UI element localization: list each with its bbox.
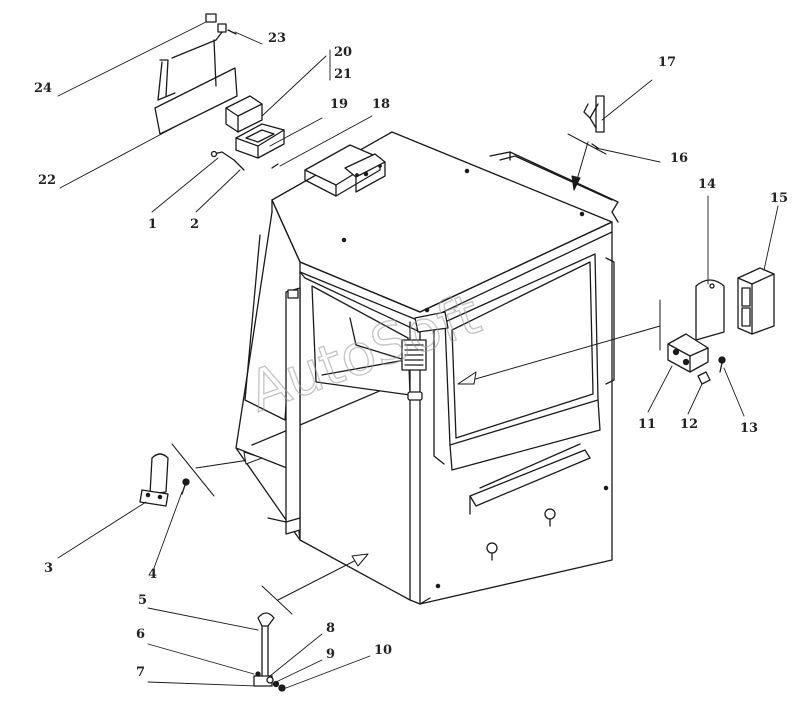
callout-23: 23	[268, 31, 286, 46]
callout-9: 9	[326, 647, 335, 662]
callout-13: 13	[740, 421, 758, 436]
callout-5: 5	[138, 593, 147, 608]
assembly-arrows	[171, 133, 661, 615]
lamp-housing	[667, 333, 726, 385]
callout-15: 15	[770, 191, 788, 206]
leader-lines	[57, 21, 779, 689]
cab-left-side	[235, 211, 411, 601]
cab-front-side	[401, 231, 615, 605]
callout-14: 14	[698, 177, 716, 192]
callout-17: 17	[658, 55, 676, 70]
lamp-lens	[695, 279, 725, 341]
callout-7: 7	[136, 665, 145, 680]
callout-10: 10	[374, 643, 392, 658]
callout-2: 2	[190, 217, 199, 232]
callout-24: 24	[34, 81, 52, 96]
callout-19: 19	[330, 97, 348, 112]
sun-visor-assembly	[154, 13, 238, 135]
callout-6: 6	[136, 627, 145, 642]
callout-labels: 1 2 3 4 5 6 7 8 9 10 11 12 13 14 15 16 1…	[34, 31, 788, 680]
callout-20: 20	[334, 45, 352, 60]
callout-12: 12	[680, 417, 698, 432]
dome-light	[235, 123, 285, 169]
light-cable	[210, 150, 245, 171]
callout-3: 3	[44, 561, 53, 576]
mirror-bracket	[139, 453, 190, 507]
lamp-frame	[737, 267, 775, 335]
callout-21: 21	[334, 67, 352, 82]
lamp-block	[225, 95, 263, 133]
hook-bracket	[583, 95, 605, 149]
callout-4: 4	[148, 567, 157, 582]
mirror-post	[253, 612, 286, 692]
callout-1: 1	[148, 217, 157, 232]
callout-18: 18	[372, 97, 390, 112]
callout-16: 16	[670, 151, 688, 166]
callout-22: 22	[38, 173, 56, 188]
callout-8: 8	[326, 621, 335, 636]
callout-11: 11	[638, 417, 656, 432]
